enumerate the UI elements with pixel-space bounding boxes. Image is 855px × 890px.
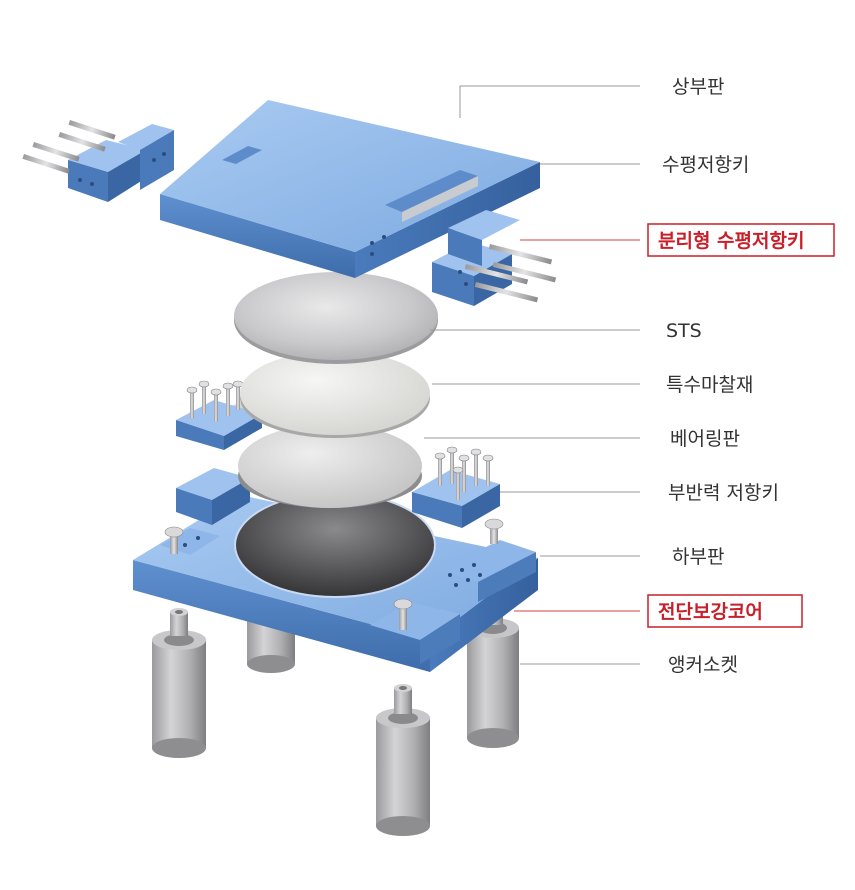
label-top-plate: 상부판: [672, 76, 724, 98]
bearing-plate-disc: [238, 424, 422, 508]
label-separate-horizontal-key: 분리형 수평저항키: [658, 230, 804, 252]
bottom-plate-bolt: [164, 526, 184, 554]
label-bearing-plate: 베어링판: [670, 428, 740, 450]
uplift-key-block-upper: [176, 380, 262, 450]
anchor-socket-front-left: [152, 608, 206, 758]
bottom-plate-bolt: [484, 518, 504, 544]
bottom-plate: [133, 492, 538, 672]
uplift-key-right: [412, 446, 500, 528]
sts-disc: [234, 272, 438, 364]
label-friction-material: 특수마찰재: [666, 374, 753, 396]
label-bottom-plate: 하부판: [672, 546, 724, 568]
horizontal-key-left: [22, 120, 174, 202]
label-shear-core: 전단보강코어: [658, 601, 763, 623]
highlight-box-shear-core: [647, 594, 803, 628]
anchor-socket-front-center: [376, 684, 430, 836]
separate-horizontal-key: [432, 210, 557, 306]
label-uplift-key: 부반력 저항키: [668, 482, 779, 504]
label-sts: STS: [666, 320, 702, 342]
friction-material-disc: [240, 351, 430, 438]
label-anchor-socket: 앵커소켓: [668, 654, 738, 676]
label-horizontal-key: 수평저항키: [662, 154, 749, 176]
top-plate: [160, 100, 540, 278]
leader-lines: [424, 85, 640, 665]
bottom-plate-bolt: [393, 598, 413, 630]
highlight-box-separate-horizontal-key: [647, 223, 835, 257]
